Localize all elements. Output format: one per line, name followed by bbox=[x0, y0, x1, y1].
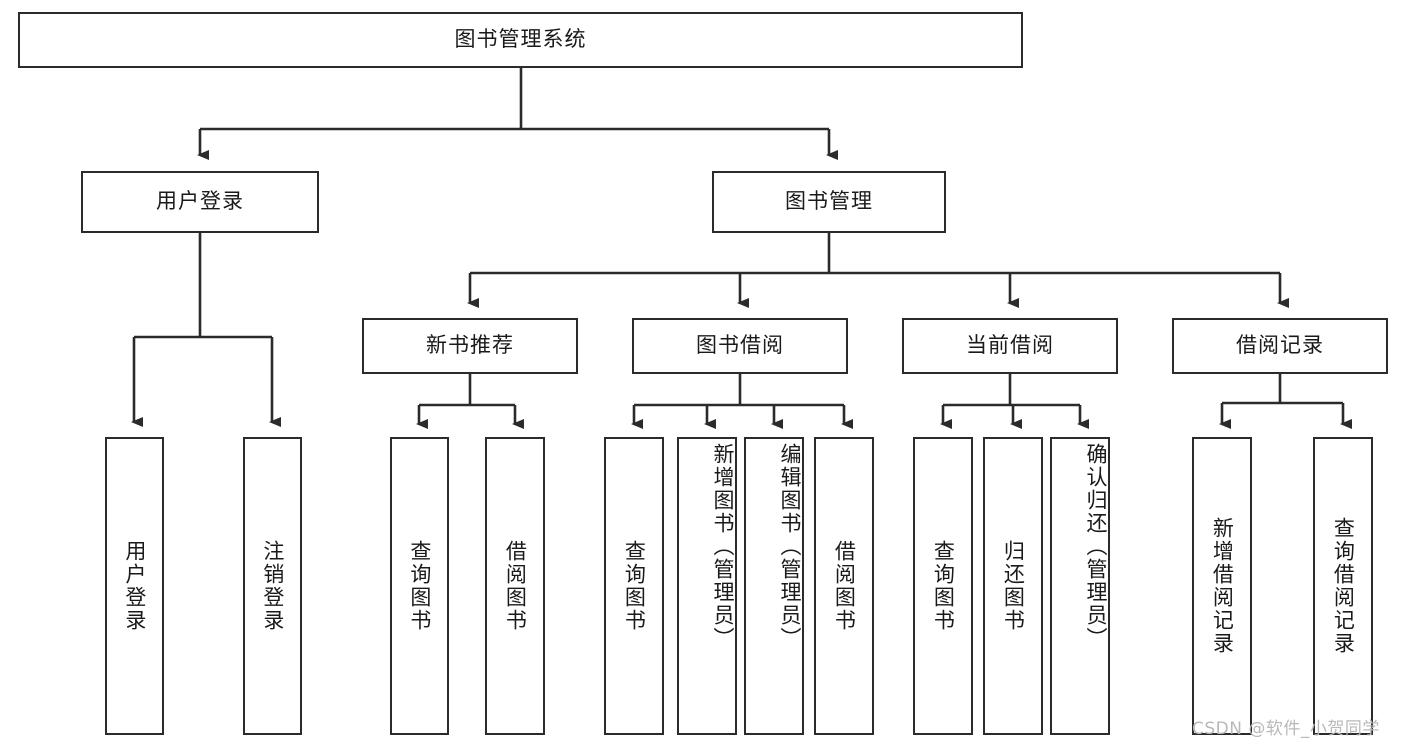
node-leaf-user-login[interactable]: 用户登录 bbox=[105, 437, 164, 735]
node-borrow-record[interactable]: 借阅记录 bbox=[1172, 318, 1388, 374]
node-current-borrow[interactable]: 当前借阅 bbox=[902, 318, 1118, 374]
node-leaf-confirm-return-admin[interactable]: 确认归还（管理员） bbox=[1050, 437, 1110, 735]
node-leaf-add-borrow-record[interactable]: 新增借阅记录 bbox=[1192, 437, 1252, 735]
node-leaf-return-book[interactable]: 归还图书 bbox=[983, 437, 1043, 735]
node-leaf-borrow-book-2[interactable]: 借阅图书 bbox=[814, 437, 874, 735]
node-leaf-query-book-3[interactable]: 查询图书 bbox=[913, 437, 973, 735]
node-leaf-query-borrow-record[interactable]: 查询借阅记录 bbox=[1313, 437, 1373, 735]
node-leaf-borrow-book-1[interactable]: 借阅图书 bbox=[485, 437, 545, 735]
node-leaf-edit-book-admin[interactable]: 编辑图书（管理员） bbox=[744, 437, 804, 735]
node-book-borrow[interactable]: 图书借阅 bbox=[632, 318, 848, 374]
node-leaf-add-book-admin[interactable]: 新增图书（管理员） bbox=[677, 437, 737, 735]
node-leaf-logout-login[interactable]: 注销登录 bbox=[243, 437, 302, 735]
node-book-manage[interactable]: 图书管理 bbox=[712, 171, 946, 233]
node-user-login[interactable]: 用户登录 bbox=[81, 171, 319, 233]
node-new-book-recommend[interactable]: 新书推荐 bbox=[362, 318, 578, 374]
csdn-watermark: CSDN @软件_小贺同学 bbox=[1192, 719, 1380, 739]
node-root-system[interactable]: 图书管理系统 bbox=[18, 12, 1023, 68]
node-leaf-query-book-1[interactable]: 查询图书 bbox=[390, 437, 449, 735]
node-leaf-query-book-2[interactable]: 查询图书 bbox=[604, 437, 664, 735]
